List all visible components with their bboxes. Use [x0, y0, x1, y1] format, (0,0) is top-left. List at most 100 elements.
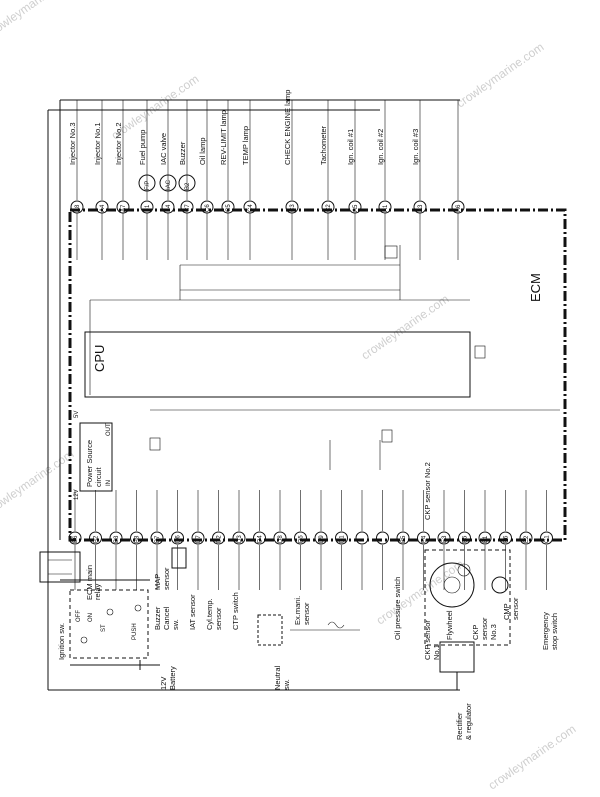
pin-label: C4	[248, 204, 254, 212]
pin-label: D4	[258, 535, 264, 543]
battery: 12V Battery	[70, 660, 177, 690]
ckp1-label-2: No.1	[432, 644, 441, 660]
load-label: IAC valve	[159, 133, 168, 165]
ignition-switch: Ignition sw. OFF ON ST PUSH	[57, 589, 149, 660]
connector-pin	[499, 531, 512, 545]
pin-label: B7	[155, 535, 161, 543]
pin-label: B3	[114, 535, 120, 543]
cpu-label: CPU	[92, 345, 107, 372]
pin-label: B1	[145, 204, 151, 212]
v5-label: 5V	[74, 411, 80, 418]
connector-pin	[68, 531, 82, 545]
exman-label: Ex.mani.	[293, 596, 302, 625]
power-feed-wiring	[47, 99, 460, 691]
load-label: Fuel pump	[138, 130, 147, 165]
cmp-label: CMP	[502, 603, 511, 620]
pin-label: A6	[456, 204, 462, 212]
pin-label: A8	[75, 204, 81, 212]
pin-label: D3	[237, 535, 243, 543]
pin-label: C3	[290, 204, 296, 212]
connector-pin	[458, 531, 471, 545]
buzzer-cancel-label-3: sw.	[171, 619, 180, 630]
connector-pin	[437, 531, 451, 545]
internal-wiring	[89, 245, 560, 470]
pin-label: C5	[226, 204, 232, 212]
connector-pin	[417, 531, 430, 545]
pin-label: C2	[326, 204, 332, 212]
v12-label: 12V	[74, 489, 80, 500]
pin-label: B6	[73, 535, 79, 543]
connector-pin	[273, 531, 287, 545]
load-label: CHECK ENGINE lamp	[283, 90, 292, 165]
pin-label: E3	[442, 535, 448, 543]
ctp-label: CTP switch	[231, 592, 240, 630]
connector-pin	[314, 531, 328, 545]
pin-label: D1	[340, 535, 346, 543]
connector-pin	[253, 531, 266, 545]
ckp1-label: CKP sensor	[423, 620, 432, 660]
neutral-label-2: sw.	[282, 679, 291, 690]
cyl-temp-label: Cyl.temp.	[205, 598, 214, 630]
connector-pin	[130, 531, 143, 545]
ignition-label: Ignition sw.	[57, 623, 66, 660]
connector-pin	[355, 531, 369, 545]
oil-pressure-label: Oil pressure switch	[393, 577, 402, 640]
watermark: crowleymarine.com	[359, 292, 452, 363]
pin-label: D6	[176, 535, 182, 543]
watermark: crowleymarine.com	[0, 447, 76, 518]
connector-pin	[294, 531, 307, 545]
load-label: Ign. coil #2	[376, 129, 385, 165]
load-label: Injector No.2	[114, 122, 123, 165]
pin-label: E1	[483, 535, 489, 543]
rectifier-label: Rectifier	[455, 712, 464, 740]
fuel_pump-symbol	[138, 174, 156, 192]
ecm-boundary	[68, 208, 567, 542]
ignition-on: ON	[88, 613, 94, 622]
ignition-st: ST	[101, 624, 107, 632]
ckp3-label-2: sensor	[480, 617, 489, 640]
neutral-label: Neutral	[273, 665, 282, 690]
pin-label: D9	[319, 535, 325, 543]
iac-symbol	[159, 174, 177, 192]
buzzer-cancel-label: Buzzer	[153, 606, 162, 630]
pin-label: A4	[100, 204, 106, 212]
buzzer-cancel-label-2: Cancel	[162, 606, 171, 630]
load-label: Injector No.3	[68, 122, 77, 165]
ecm-relay-label: ECM main	[85, 565, 94, 600]
power-source-label: Power Source	[85, 440, 94, 487]
pin-label: D8	[278, 535, 284, 543]
connector-pin	[396, 531, 410, 545]
ecm-relay-label-2: relay	[93, 583, 102, 600]
sensors: Buzzer Cancel sw. MAP sensor IAT sensor …	[153, 462, 559, 740]
exman-label-2: sensor	[302, 602, 311, 625]
cyl-temp-label-2: sensor	[214, 607, 223, 630]
connector-pin	[212, 531, 225, 545]
cmp-label-2: sensor	[511, 597, 520, 620]
ignition-push: PUSH	[132, 623, 138, 640]
load-label: Tachometer	[319, 125, 328, 165]
pin-label: D2	[217, 535, 223, 543]
ecm-title: ECM	[528, 273, 543, 302]
emergency-label-2: stop switch	[550, 613, 559, 650]
connector-pin	[191, 531, 205, 545]
connector-pin	[540, 531, 553, 545]
power-in-label: IN	[106, 480, 112, 486]
emergency-label: Emergency	[541, 612, 550, 650]
connector-pin	[478, 531, 492, 545]
pin-label: B4	[166, 204, 172, 212]
buzzer-symbol-label: B2	[185, 182, 191, 190]
rectifier-label-2: & regulator	[464, 703, 473, 740]
map-label-2: sensor	[162, 567, 171, 590]
power-source-circuit: Power Source circuit IN OUT 5V 12V	[74, 411, 113, 500]
load-label: Ign. coil #3	[411, 129, 420, 165]
battery-label-2: Battery	[168, 666, 177, 690]
pin-label: B5	[401, 535, 407, 543]
pin-label: E2	[524, 535, 530, 543]
ckp3-label: CKP	[471, 625, 480, 640]
connector-pin	[335, 531, 348, 545]
pin-label: E6	[504, 535, 510, 543]
pin-label: E5	[463, 535, 469, 543]
load-label: REV-LIMIT lamp	[219, 110, 228, 165]
